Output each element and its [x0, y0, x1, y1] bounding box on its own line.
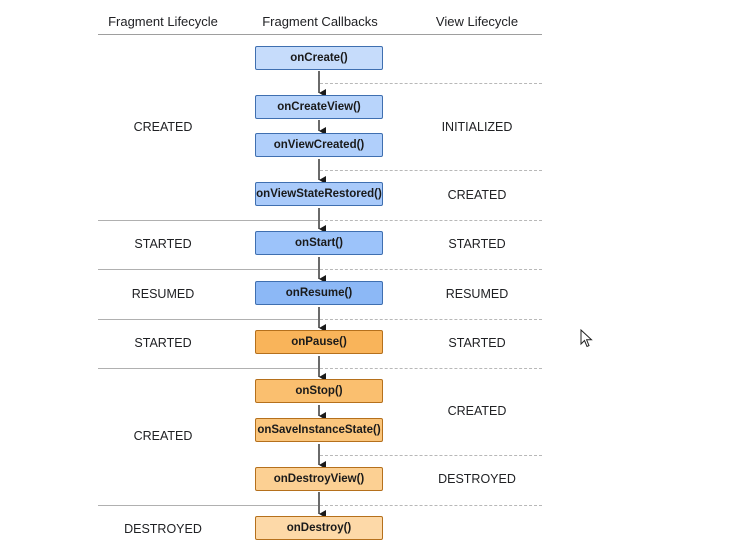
fragment-divider — [98, 220, 318, 221]
view-state-started: STARTED — [448, 336, 506, 350]
view-divider — [320, 83, 542, 84]
view-divider — [320, 319, 542, 320]
callback-on-start: onStart() — [255, 231, 383, 255]
fragment-state-created: CREATED — [133, 429, 193, 443]
header-divider — [98, 34, 542, 35]
callback-on-stop: onStop() — [255, 379, 383, 403]
view-divider — [320, 220, 542, 221]
fragment-divider — [98, 269, 318, 270]
callback-on-view-state-restored: onViewStateRestored() — [255, 182, 383, 206]
fragment-state-started: STARTED — [134, 336, 192, 350]
fragment-divider — [98, 368, 318, 369]
fragment-state-destroyed: DESTROYED — [124, 522, 202, 536]
fragment-divider — [98, 319, 318, 320]
fragment-state-created: CREATED — [133, 120, 193, 134]
view-state-started: STARTED — [448, 237, 506, 251]
callback-on-view-created: onViewCreated() — [255, 133, 383, 157]
view-state-created: CREATED — [447, 404, 507, 418]
header-fragment-callbacks: Fragment Callbacks — [262, 14, 378, 29]
fragment-state-resumed: RESUMED — [131, 287, 195, 301]
callback-on-destroy: onDestroy() — [255, 516, 383, 540]
view-state-created: CREATED — [447, 188, 507, 202]
callback-on-create: onCreate() — [255, 46, 383, 70]
fragment-divider — [98, 505, 318, 506]
callback-on-save-instance-state: onSaveInstanceState() — [255, 418, 383, 442]
header-view-lifecycle: View Lifecycle — [435, 14, 519, 29]
view-state-initialized: INITIALIZED — [441, 120, 513, 134]
view-divider — [320, 368, 542, 369]
callback-on-destroy-view: onDestroyView() — [255, 467, 383, 491]
view-divider — [320, 455, 542, 456]
mouse-pointer-icon — [580, 329, 593, 348]
view-state-resumed: RESUMED — [445, 287, 509, 301]
view-state-destroyed: DESTROYED — [438, 472, 516, 486]
callback-on-create-view: onCreateView() — [255, 95, 383, 119]
callback-on-resume: onResume() — [255, 281, 383, 305]
view-divider — [320, 269, 542, 270]
view-divider — [320, 170, 542, 171]
view-divider — [320, 505, 542, 506]
fragment-state-started: STARTED — [134, 237, 192, 251]
header-fragment-lifecycle: Fragment Lifecycle — [108, 14, 218, 29]
callback-on-pause: onPause() — [255, 330, 383, 354]
